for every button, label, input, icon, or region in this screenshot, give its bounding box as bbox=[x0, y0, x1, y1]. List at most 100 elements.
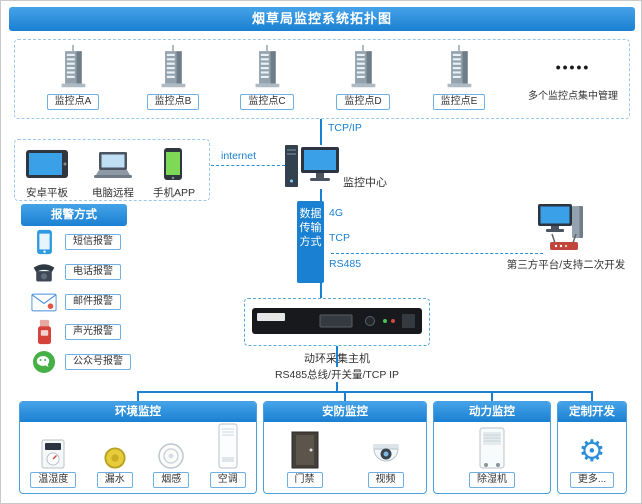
alarm-item-label: 电话报警 bbox=[65, 264, 121, 280]
client-label-mobile-app: 手机APP bbox=[152, 187, 195, 199]
alarm-item-sound-light: 声光报警 bbox=[31, 319, 121, 345]
alarm-panel-title: 报警方式 bbox=[21, 204, 127, 226]
client-label-tablet: 安卓平板 bbox=[26, 187, 68, 199]
building-icon bbox=[443, 45, 475, 89]
mode-tcp-label: TCP bbox=[329, 232, 350, 244]
bus-line bbox=[137, 391, 593, 393]
door-access-icon bbox=[291, 431, 319, 469]
section-power-title: 动力监控 bbox=[434, 402, 550, 422]
envelope-icon bbox=[31, 293, 57, 312]
centralized-management-note: 多个监控点集中管理 bbox=[528, 91, 618, 102]
alarm-item-phone: 电话报警 bbox=[31, 259, 121, 285]
monitoring-point-a: 监控点A bbox=[35, 45, 111, 110]
alarm-item-label: 公众号报警 bbox=[65, 354, 131, 370]
alarm-item-wechat: 公众号报警 bbox=[31, 349, 131, 375]
monitoring-point-label: 监控点E bbox=[432, 94, 486, 110]
monitoring-point-b: 监控点B bbox=[135, 45, 211, 110]
device-ac: 空调 bbox=[209, 423, 246, 488]
monitoring-center-label: 监控中心 bbox=[343, 177, 387, 189]
rack-server-icon bbox=[252, 308, 422, 334]
drop-line-security bbox=[344, 391, 346, 401]
section-power-items: 除湿机 bbox=[434, 422, 550, 493]
dehumidifier-icon bbox=[479, 427, 505, 469]
mode-rs485-label: RS485 bbox=[329, 258, 362, 270]
thermo-hygrometer-icon bbox=[41, 439, 65, 469]
more-points-dots: ••••• bbox=[555, 59, 591, 75]
device-water-leak: 漏水 bbox=[96, 447, 133, 488]
device-label: 温湿度 bbox=[30, 472, 77, 488]
monitoring-points-panel bbox=[14, 39, 630, 119]
smoke-detector-icon bbox=[158, 443, 184, 469]
client-label-remote-pc: 电脑远程 bbox=[92, 187, 134, 199]
internet-label: internet bbox=[221, 150, 257, 162]
host-to-bus-line-lower bbox=[336, 381, 338, 391]
device-label: 视频 bbox=[367, 472, 404, 488]
device-label: 更多... bbox=[569, 472, 615, 488]
section-security-items: 门禁 视频 bbox=[264, 422, 426, 493]
alarm-item-label: 声光报警 bbox=[65, 324, 121, 340]
section-environment: 环境监控 温湿度 漏水 烟感 空调 bbox=[19, 401, 257, 494]
alarm-item-label: 邮件报警 bbox=[65, 294, 121, 310]
monitoring-point-label: 监控点A bbox=[46, 94, 100, 110]
leak-sensor-icon bbox=[104, 447, 126, 469]
monitoring-point-label: 监控点B bbox=[146, 94, 200, 110]
building-icon bbox=[157, 45, 189, 89]
bus-label: RS485总线/开关量/TCP IP bbox=[267, 367, 407, 382]
section-custom-items: ⚙ 更多... bbox=[558, 422, 626, 493]
drop-line-env bbox=[137, 391, 139, 401]
third-party-label: 第三方平台/支持二次开发 bbox=[506, 259, 626, 271]
siren-icon bbox=[31, 319, 57, 345]
air-conditioner-icon bbox=[218, 423, 238, 469]
section-custom-title: 定制开发 bbox=[558, 402, 626, 422]
center-to-transmission-line bbox=[320, 189, 322, 201]
section-environment-title: 环境监控 bbox=[20, 402, 256, 422]
drop-line-custom bbox=[591, 391, 593, 401]
device-label: 漏水 bbox=[96, 472, 133, 488]
third-party-monitor-icon bbox=[537, 203, 573, 233]
tcpip-connector-line bbox=[320, 119, 322, 145]
tablet-icon bbox=[25, 149, 69, 179]
transmission-mode-box: 数据传输方式 bbox=[297, 201, 324, 283]
device-access-control: 门禁 bbox=[286, 431, 323, 488]
monitoring-point-label: 监控点D bbox=[336, 94, 390, 110]
device-label: 空调 bbox=[209, 472, 246, 488]
transmission-to-host-line bbox=[320, 283, 322, 299]
building-icon bbox=[57, 45, 89, 89]
router-icon bbox=[549, 233, 579, 251]
section-security-title: 安防监控 bbox=[264, 402, 426, 422]
gear-icon: ⚙ bbox=[578, 435, 606, 468]
smartphone-icon bbox=[163, 147, 183, 181]
laptop-icon bbox=[93, 151, 133, 179]
device-video: 视频 bbox=[367, 443, 404, 488]
third-party-dashed-line bbox=[331, 253, 543, 254]
dome-camera-icon bbox=[370, 443, 402, 469]
drop-line-power bbox=[491, 391, 493, 401]
tcpip-label: TCP/IP bbox=[328, 122, 362, 134]
alarm-item-email: 邮件报警 bbox=[31, 289, 121, 315]
monitoring-point-label: 监控点C bbox=[240, 94, 294, 110]
monitoring-point-c: 监控点C bbox=[229, 45, 305, 110]
device-label: 烟感 bbox=[153, 472, 190, 488]
monitoring-point-d: 监控点D bbox=[325, 45, 401, 110]
wechat-icon bbox=[31, 350, 57, 374]
host-to-bus-line-upper bbox=[336, 346, 338, 367]
mode-4g-label: 4G bbox=[329, 207, 344, 219]
internet-dashed-line bbox=[211, 165, 285, 166]
building-icon bbox=[347, 45, 379, 89]
telephone-icon bbox=[31, 260, 57, 284]
device-label: 门禁 bbox=[286, 472, 323, 488]
alarm-item-label: 短信报警 bbox=[65, 234, 121, 250]
monitoring-point-e: 监控点E bbox=[421, 45, 497, 110]
section-environment-items: 温湿度 漏水 烟感 空调 bbox=[20, 422, 256, 493]
custom-dev-item: ⚙ 更多... bbox=[569, 435, 615, 488]
section-security: 安防监控 门禁 视频 bbox=[263, 401, 427, 494]
monitoring-center-pc-icon bbox=[284, 143, 340, 189]
device-temp-humidity: 温湿度 bbox=[30, 439, 77, 488]
section-custom: 定制开发 ⚙ 更多... bbox=[557, 401, 627, 494]
alarm-item-sms: 短信报警 bbox=[31, 229, 121, 255]
device-dehumidifier: 除湿机 bbox=[469, 427, 515, 488]
third-party-tower-icon bbox=[572, 206, 583, 238]
sms-phone-icon bbox=[31, 229, 57, 255]
section-power: 动力监控 除湿机 bbox=[433, 401, 551, 494]
